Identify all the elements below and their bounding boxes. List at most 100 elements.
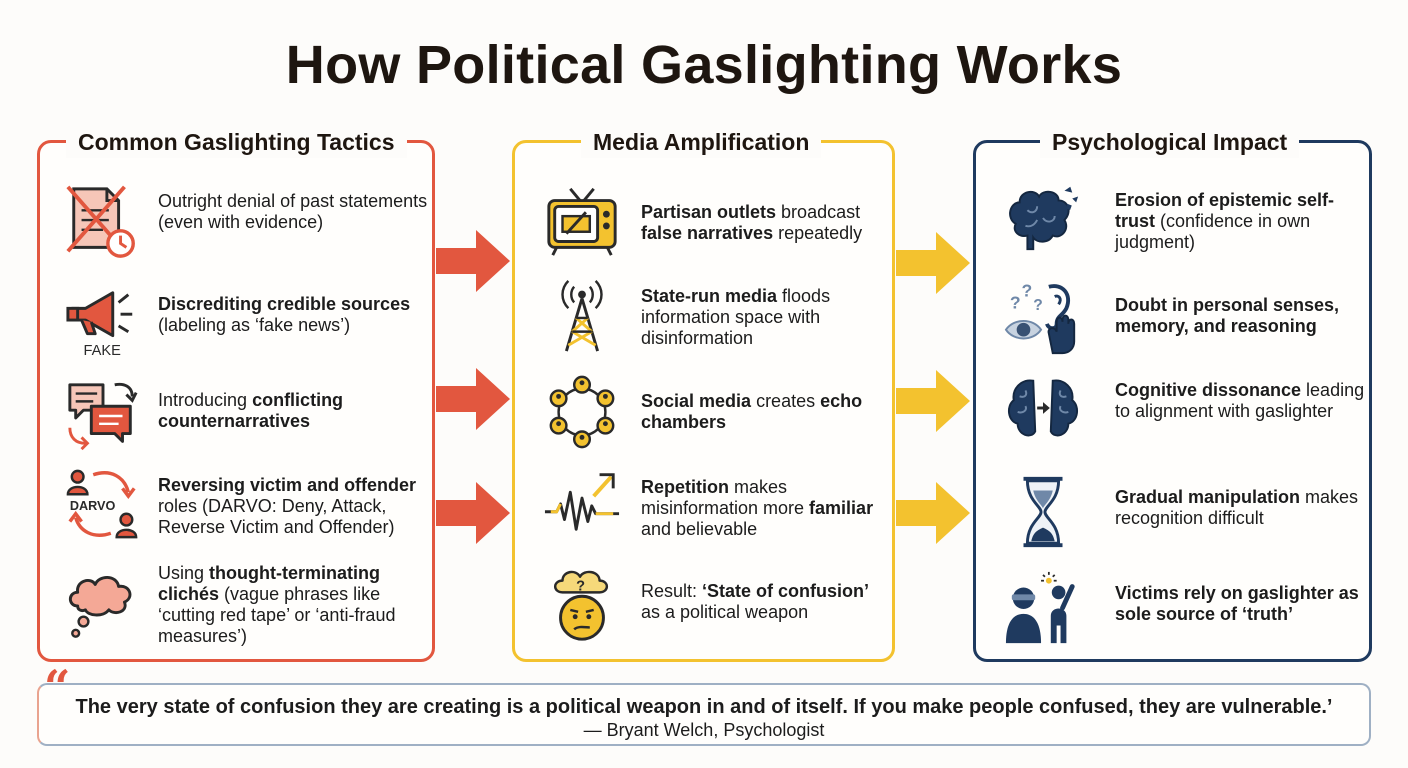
text-run: Using <box>158 563 210 583</box>
quote-mark-icon: “ <box>44 660 71 714</box>
media-item: Repetition makes misinformation more fam… <box>515 463 892 553</box>
impact-text: Gradual manipulation makes recognition d… <box>1115 487 1365 529</box>
text-run: and believable <box>641 519 758 539</box>
broadcast-tower-icon <box>543 277 621 355</box>
media-item: Social media creates echo chambers <box>515 373 892 463</box>
text-run: Outright denial of past statements (even… <box>158 191 428 232</box>
flow-arrow-red <box>436 482 510 544</box>
bold-text: Victims rely on gaslighter as sole sourc… <box>1115 583 1359 624</box>
tactic-item: Using thought-terminating clichés (vague… <box>40 563 432 655</box>
media-text: Result: ‘State of confusion’ as a politi… <box>641 581 891 623</box>
tactic-item: Introducing conflicting counternarrative… <box>40 377 432 467</box>
impact-text: Doubt in personal senses, memory, and re… <box>1115 295 1365 337</box>
text-run: creates <box>751 391 821 411</box>
bold-text: echo chambers <box>641 391 863 432</box>
tactic-text: Outright denial of past statements (even… <box>158 191 428 233</box>
svg-text:?: ? <box>1033 297 1043 314</box>
tactic-text: Using thought-terminating clichés (vague… <box>158 563 428 647</box>
media-text: Social media creates echo chambers <box>641 391 891 433</box>
bold-text: Erosion of epistemic self-trust <box>1115 190 1335 231</box>
tactic-text: Reversing victim and offender roles (DAR… <box>158 475 428 538</box>
crumbling-brain-icon <box>1004 179 1082 257</box>
split-brain-icon <box>1004 369 1082 447</box>
text-run: Result: <box>641 581 703 601</box>
quote-author: — Bryant Welch, Psychologist <box>583 720 825 740</box>
retro-tv-icon <box>543 183 621 261</box>
media-item: Partisan outlets broadcast false narrati… <box>515 183 892 273</box>
network-people-icon <box>543 373 621 451</box>
media-text: Partisan outlets broadcast false narrati… <box>641 202 891 244</box>
impact-item: Gradual manipulation makes recognition d… <box>976 473 1369 563</box>
panel-title: Psychological Impact <box>1040 126 1300 158</box>
text-run: (labeling as ‘fake news’) <box>158 315 351 335</box>
text-run: Introducing <box>158 390 253 410</box>
panel-media-amplification: Media Amplification Partisan outlets bro… <box>512 126 895 662</box>
thought-cloud-icon <box>64 565 142 643</box>
bold-text: Discrediting credible sources <box>158 294 411 314</box>
flow-arrow-yellow <box>896 232 970 294</box>
quote-text: The very state of confusion they are cre… <box>75 696 1333 718</box>
blindfolded-person-icon <box>1004 569 1082 647</box>
darvo-label: DARVO <box>70 499 116 513</box>
media-text: State-run media floods information space… <box>641 286 891 349</box>
hourglass-icon <box>1004 473 1082 551</box>
bold-text: Repetition <box>641 477 729 497</box>
panel-title: Media Amplification <box>581 126 822 158</box>
impact-text: Victims rely on gaslighter as sole sourc… <box>1115 583 1365 625</box>
repetition-wave-icon <box>543 463 621 541</box>
text-run: broadcast <box>776 202 861 222</box>
flow-arrow-red <box>436 368 510 430</box>
text-run: (vague phrases like ‘cutting red tape’ o… <box>158 584 396 646</box>
tactic-text: Introducing conflicting counternarrative… <box>158 390 428 432</box>
text-run: roles (DARVO: Deny, Attack, Reverse Vict… <box>158 496 395 537</box>
page-title: How Political Gaslighting Works <box>285 35 1123 95</box>
bold-text: thought-terminating clichés <box>158 563 380 604</box>
megaphone-fake-icon: FAKE <box>64 283 142 361</box>
flow-arrow-yellow <box>896 482 970 544</box>
bold-text: Social media <box>641 391 752 411</box>
media-item: State-run media floods information space… <box>515 277 892 367</box>
impact-item: Victims rely on gaslighter as sole sourc… <box>976 569 1369 659</box>
confused-face-icon: ? <box>543 567 621 645</box>
text-run: repeatedly <box>773 223 863 243</box>
conflicting-chat-bubbles-icon <box>64 377 142 455</box>
tactic-item: Outright denial of past statements (even… <box>40 183 432 273</box>
impact-item: ? ? ? Doubt in personal senses, memory, … <box>976 279 1369 369</box>
bold-text: Partisan outlets <box>641 202 777 222</box>
flow-arrow-red <box>436 230 510 292</box>
text-run: (confidence in own judgment) <box>1115 211 1311 252</box>
text-run: leading to alignment with gaslighter <box>1115 380 1365 421</box>
darvo-cycle-icon: DARVO <box>64 465 142 543</box>
bold-text: familiar <box>809 498 874 518</box>
bold-text: Cognitive dissonance <box>1115 380 1302 400</box>
tactic-text: Discrediting credible sources (labeling … <box>158 294 428 336</box>
impact-item: Erosion of epistemic self-trust (confide… <box>976 179 1369 269</box>
bold-text: Gradual manipulation <box>1115 487 1301 507</box>
impact-text: Erosion of epistemic self-trust (confide… <box>1115 190 1365 253</box>
svg-text:?: ? <box>1022 281 1033 301</box>
impact-text: Cognitive dissonance leading to alignmen… <box>1115 380 1365 422</box>
flow-arrow-yellow <box>896 370 970 432</box>
tactic-item: FAKE Discrediting credible sources (labe… <box>40 283 432 373</box>
text-run: makes recognition difficult <box>1115 487 1359 528</box>
crossed-document-clock-icon <box>64 183 142 261</box>
text-run: as a political weapon <box>641 602 809 622</box>
svg-text:?: ? <box>1010 292 1021 312</box>
fake-label: FAKE <box>84 343 122 359</box>
panel-gaslighting-tactics: Common Gaslighting Tactics Outright deni… <box>37 126 435 662</box>
text-run: makes misinformation more <box>641 477 810 518</box>
media-text: Repetition makes misinformation more fam… <box>641 477 891 540</box>
bold-text: ‘State of confusion’ <box>702 581 870 601</box>
bold-text: Doubt in personal senses, memory, and re… <box>1115 295 1340 336</box>
tactic-item: DARVO Reversing victim and offender role… <box>40 465 432 555</box>
quote-box: The very state of confusion they are cre… <box>37 683 1371 746</box>
bold-text: conflicting counternarratives <box>158 390 344 431</box>
text-run: floods information space with disinforma… <box>641 286 831 348</box>
media-item: ? Result: ‘State of confusion’ as a poli… <box>515 567 892 657</box>
panel-psychological-impact: Psychological Impact Erosion of epistemi… <box>973 126 1372 662</box>
svg-text:?: ? <box>576 578 585 594</box>
panel-title: Common Gaslighting Tactics <box>66 126 407 158</box>
bold-text: State-run media <box>641 286 778 306</box>
bold-text: Reversing victim and offender <box>158 475 417 495</box>
bold-text: false narratives <box>641 223 774 243</box>
